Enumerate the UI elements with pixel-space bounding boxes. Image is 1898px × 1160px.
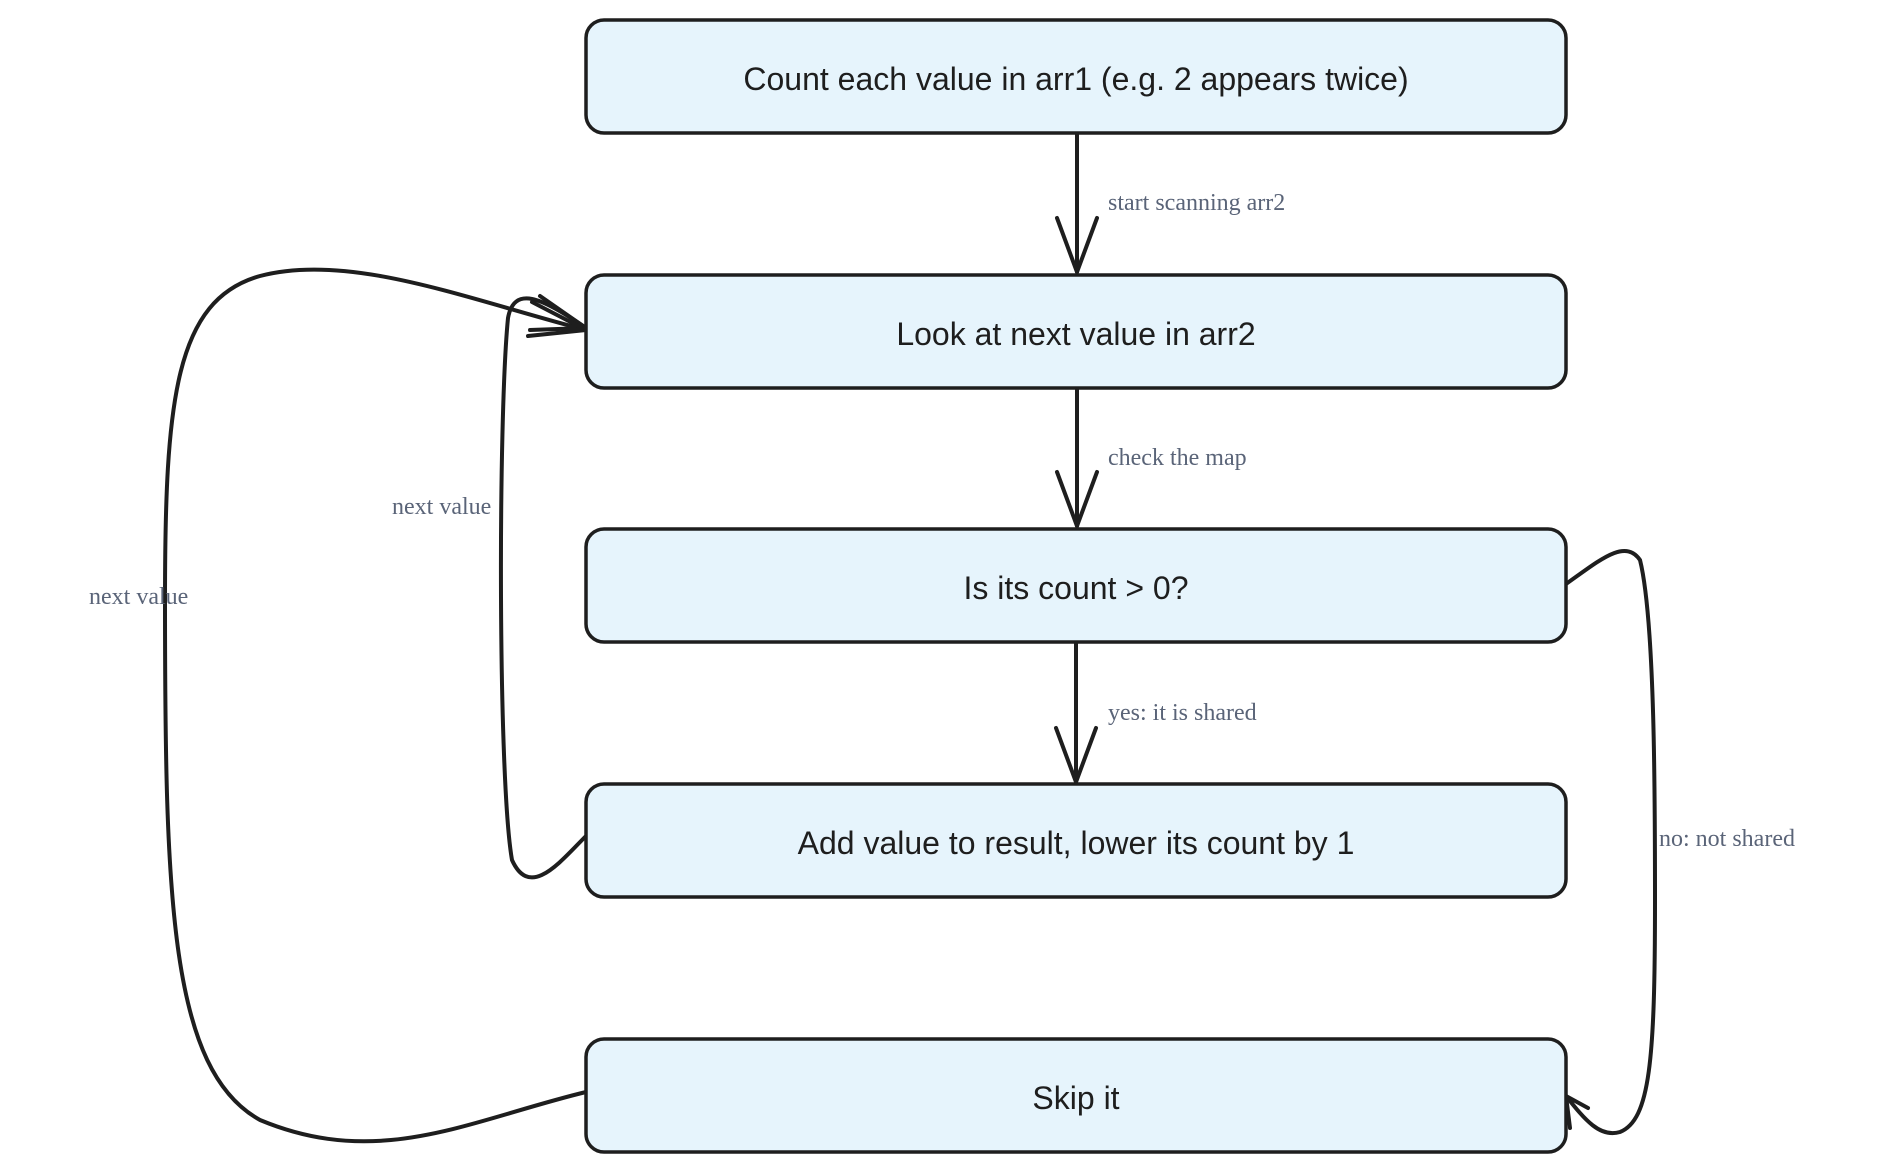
node-look-next[interactable]: Look at next value in arr2 [584,273,1568,390]
edge-add-to-look [498,294,588,880]
edge-skip-to-look [163,267,588,1144]
node-look-next-label: Look at next value in arr2 [896,316,1255,352]
edge-label-yes-shared: yes: it is shared [1108,700,1257,726]
edge-label-next-value-inner: next value [392,494,491,520]
edge-check-to-skip [1564,548,1657,1136]
node-count-values[interactable]: Count each value in arr1 (e.g. 2 appears… [584,18,1568,135]
node-skip-label: Skip it [1032,1080,1119,1116]
node-check-count[interactable]: Is its count > 0? [584,527,1568,644]
node-skip[interactable]: Skip it [584,1037,1568,1154]
edge-label-check-map: check the map [1108,445,1247,471]
node-add-result[interactable]: Add value to result, lower its count by … [584,782,1568,899]
node-add-result-label: Add value to result, lower its count by … [798,825,1355,861]
edge-count-to-look [1055,131,1099,274]
edge-label-next-value-outer: next value [89,584,188,610]
edge-label-no-not-shared: no: not shared [1659,826,1795,852]
edge-look-to-check [1055,386,1099,528]
edge-check-to-add [1054,638,1098,784]
edge-label-start-scanning: start scanning arr2 [1108,190,1285,216]
node-count-values-label: Count each value in arr1 (e.g. 2 appears… [743,61,1408,97]
node-check-count-label: Is its count > 0? [963,570,1188,606]
